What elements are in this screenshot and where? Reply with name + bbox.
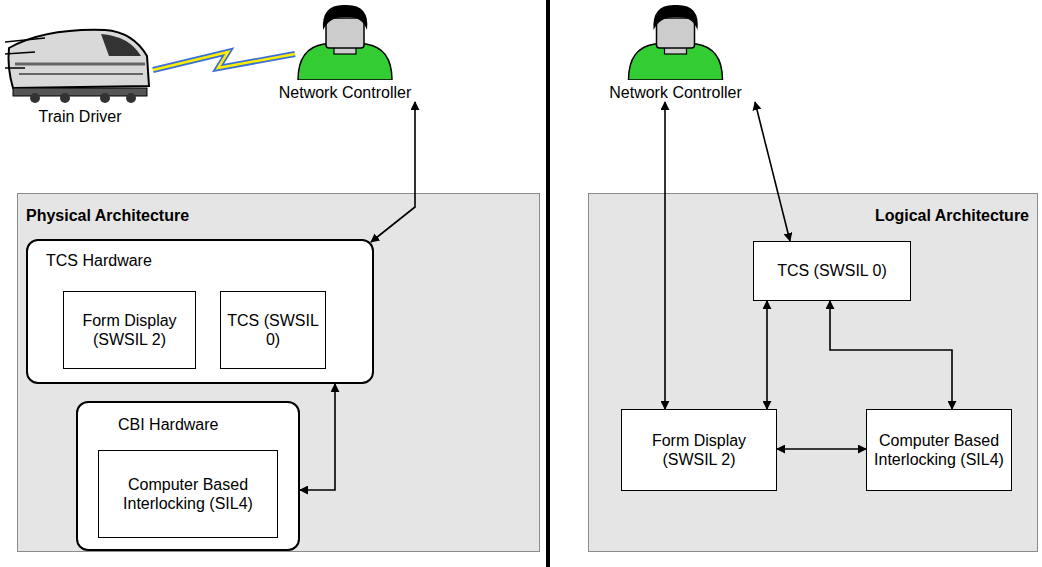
box-label: Train Driver xyxy=(5,107,155,126)
divider-line xyxy=(546,0,550,567)
software-box: TCS (SWSIL 0) xyxy=(753,241,911,301)
box-heading: TCS Hardware xyxy=(28,241,372,270)
architecture-panel: Logical ArchitectureTCS (SWSIL 0) Form Di… xyxy=(588,193,1038,552)
architecture-panel: Physical ArchitectureTCS HardwareForm Di… xyxy=(17,193,540,552)
person-icon: Network Controller xyxy=(265,4,425,102)
train-icon: Train Driver xyxy=(5,8,155,126)
box-heading: CBI Hardware xyxy=(78,403,298,434)
connector xyxy=(300,384,335,490)
connector xyxy=(153,52,295,70)
software-box: Computer Based Interlocking (SIL4) xyxy=(866,409,1012,491)
box-label: Form Display (SWSIL 2) xyxy=(626,431,772,469)
person-figure xyxy=(588,4,763,80)
box-heading: Logical Architecture xyxy=(589,194,1037,225)
connector xyxy=(777,449,866,450)
software-box: Form Display (SWSIL 2) xyxy=(621,409,777,491)
box-label: Computer Based Interlocking (SIL4) xyxy=(103,475,273,513)
person-figure xyxy=(265,4,425,80)
connector xyxy=(665,102,666,409)
hardware-box: CBI HardwareComputer Based Interlocking … xyxy=(76,401,300,551)
box-label: TCS (SWSIL 0) xyxy=(225,311,321,349)
person-icon: Network Controller xyxy=(588,4,763,102)
box-label: Computer Based Interlocking (SIL4) xyxy=(871,431,1007,469)
box-label: Network Controller xyxy=(265,83,425,102)
software-box: Form Display (SWSIL 2) xyxy=(63,291,196,369)
box-heading: Physical Architecture xyxy=(18,194,539,225)
connector xyxy=(830,301,952,409)
train-figure xyxy=(5,8,155,108)
software-box: Computer Based Interlocking (SIL4) xyxy=(98,450,278,538)
software-box: TCS (SWSIL 0) xyxy=(220,291,326,369)
connector xyxy=(755,102,790,241)
hardware-box: TCS HardwareForm Display (SWSIL 2) TCS (S… xyxy=(26,239,374,384)
box-label: TCS (SWSIL 0) xyxy=(777,261,887,280)
connector xyxy=(371,102,415,242)
box-label: Form Display (SWSIL 2) xyxy=(68,311,191,349)
connector xyxy=(767,301,768,409)
box-label: Network Controller xyxy=(588,83,763,102)
